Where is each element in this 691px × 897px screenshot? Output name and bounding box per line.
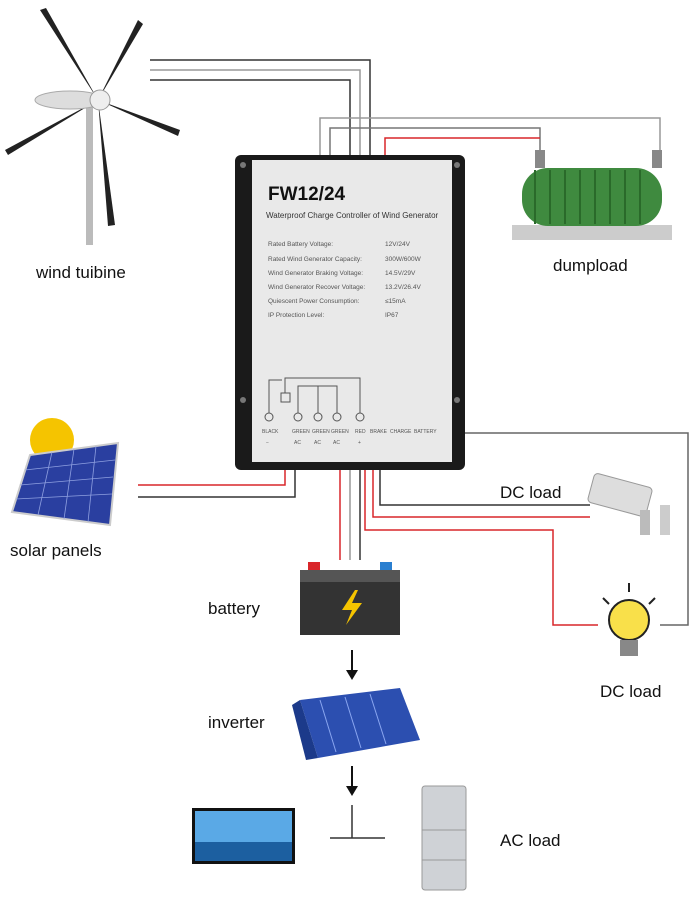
battery-label: battery bbox=[208, 599, 260, 618]
ac-load-label: AC load bbox=[500, 831, 560, 850]
solar-panel: solar panels bbox=[10, 418, 120, 560]
spec-label: IP Protection Level: bbox=[268, 312, 324, 319]
terminal-name: CHARGE bbox=[390, 429, 412, 435]
spec-value: ≤15mA bbox=[385, 298, 406, 305]
controller-model: FW12/24 bbox=[268, 184, 346, 205]
television bbox=[192, 808, 295, 864]
spec-value: 12V/24V bbox=[385, 241, 411, 248]
dc-load-label-bulb: DC load bbox=[600, 682, 661, 701]
arrow-down-icon bbox=[346, 766, 358, 796]
terminal-sign: + bbox=[358, 440, 361, 446]
spec-value: 14.5V/29V bbox=[385, 270, 416, 277]
solar-panels-label: solar panels bbox=[10, 541, 102, 560]
refrigerator: AC load bbox=[421, 785, 560, 891]
terminal-name: BRAKE bbox=[370, 429, 388, 435]
spec-value: IP67 bbox=[385, 312, 399, 319]
light-bulb: DC load bbox=[600, 583, 661, 701]
inverter-label: inverter bbox=[208, 713, 265, 732]
terminal-schematic bbox=[264, 377, 365, 422]
spec-label: Quiescent Power Consumption: bbox=[268, 298, 360, 305]
dumpload-resistor: dumpload bbox=[512, 150, 672, 275]
battery: battery bbox=[208, 562, 400, 635]
terminal-name: GREEN bbox=[292, 429, 310, 435]
wind-turbine-label: wind tuibine bbox=[35, 263, 126, 282]
terminal-name: RED bbox=[355, 429, 366, 435]
controller-subtitle: Waterproof Charge Controller of Wind Gen… bbox=[266, 211, 439, 220]
spec-label: Rated Wind Generator Capacity: bbox=[268, 256, 362, 263]
security-camera: DC load bbox=[500, 473, 670, 535]
ac-connector bbox=[330, 805, 385, 839]
terminal-name: GREEN bbox=[331, 429, 349, 435]
arrow-down-icon bbox=[346, 650, 358, 680]
spec-value: 300W/600W bbox=[385, 256, 422, 263]
terminal-name: BLACK bbox=[262, 429, 279, 435]
terminal-labels: BLACK GREEN GREEN GREEN RED BRAKE CHARGE… bbox=[262, 429, 437, 446]
spec-list: Rated Battery Voltage: 12V/24V Rated Win… bbox=[268, 241, 422, 319]
terminal-sign: AC bbox=[294, 440, 301, 446]
terminal-sign: AC bbox=[333, 440, 340, 446]
spec-value: 13.2V/26.4V bbox=[385, 284, 421, 291]
spec-label: Wind Generator Recover Voltage: bbox=[268, 284, 365, 291]
dc-load-label-camera: DC load bbox=[500, 483, 561, 502]
charge-controller: FW12/24 Waterproof Charge Controller of … bbox=[235, 155, 465, 470]
inverter: inverter bbox=[208, 688, 420, 760]
terminal-name: BATTERY bbox=[414, 429, 437, 435]
terminal-sign: − bbox=[266, 440, 269, 446]
spec-label: Rated Battery Voltage: bbox=[268, 241, 333, 248]
terminal-name: GREEN bbox=[312, 429, 330, 435]
spec-label: Wind Generator Braking Voltage: bbox=[268, 270, 363, 277]
wires bbox=[138, 59, 689, 626]
wind-turbine: wind tuibine bbox=[5, 8, 180, 282]
terminal-sign: AC bbox=[314, 440, 321, 446]
dumpload-label: dumpload bbox=[553, 256, 628, 275]
